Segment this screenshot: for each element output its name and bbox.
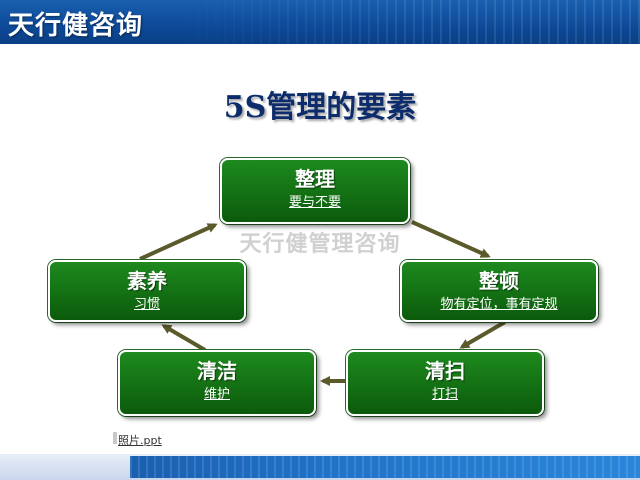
arrow-zhengli-to-zhengdun <box>411 220 491 258</box>
watermark-text: 天行健管理咨询 <box>239 232 401 257</box>
node-zhengdun: 整顿 物有定位，事有定规 <box>400 260 598 322</box>
node-title: 清扫 <box>425 359 465 383</box>
slide-title: 5S管理的要素 <box>223 90 417 125</box>
node-subtitle[interactable]: 物有定位，事有定规 <box>440 297 558 312</box>
arrow-zhengdun-to-qingsao <box>459 320 507 349</box>
node-suyang: 素养 习惯 <box>48 260 246 322</box>
node-zhengli: 整理 要与不要 <box>220 158 410 224</box>
node-subtitle[interactable]: 维护 <box>203 387 230 402</box>
brand-title: 天行健咨询 <box>8 11 144 41</box>
header-bar <box>0 0 640 44</box>
file-icon <box>113 432 117 444</box>
node-title: 整顿 <box>479 269 519 293</box>
node-title: 整理 <box>295 167 335 191</box>
node-title: 素养 <box>127 269 167 293</box>
node-qingjie: 清洁 维护 <box>118 350 316 416</box>
arrow-qingjie-to-suyang <box>161 324 207 352</box>
node-qingsao: 清扫 打扫 <box>346 350 544 416</box>
footer-decoration <box>130 456 640 478</box>
arrow-suyang-to-zhengli <box>139 223 218 261</box>
node-title: 清洁 <box>197 359 237 383</box>
node-subtitle[interactable]: 习惯 <box>133 297 160 312</box>
node-subtitle[interactable]: 打扫 <box>431 387 458 402</box>
attachment-link[interactable]: 照片.ppt <box>118 434 162 447</box>
header-decoration <box>170 0 640 44</box>
node-subtitle[interactable]: 要与不要 <box>288 195 341 210</box>
